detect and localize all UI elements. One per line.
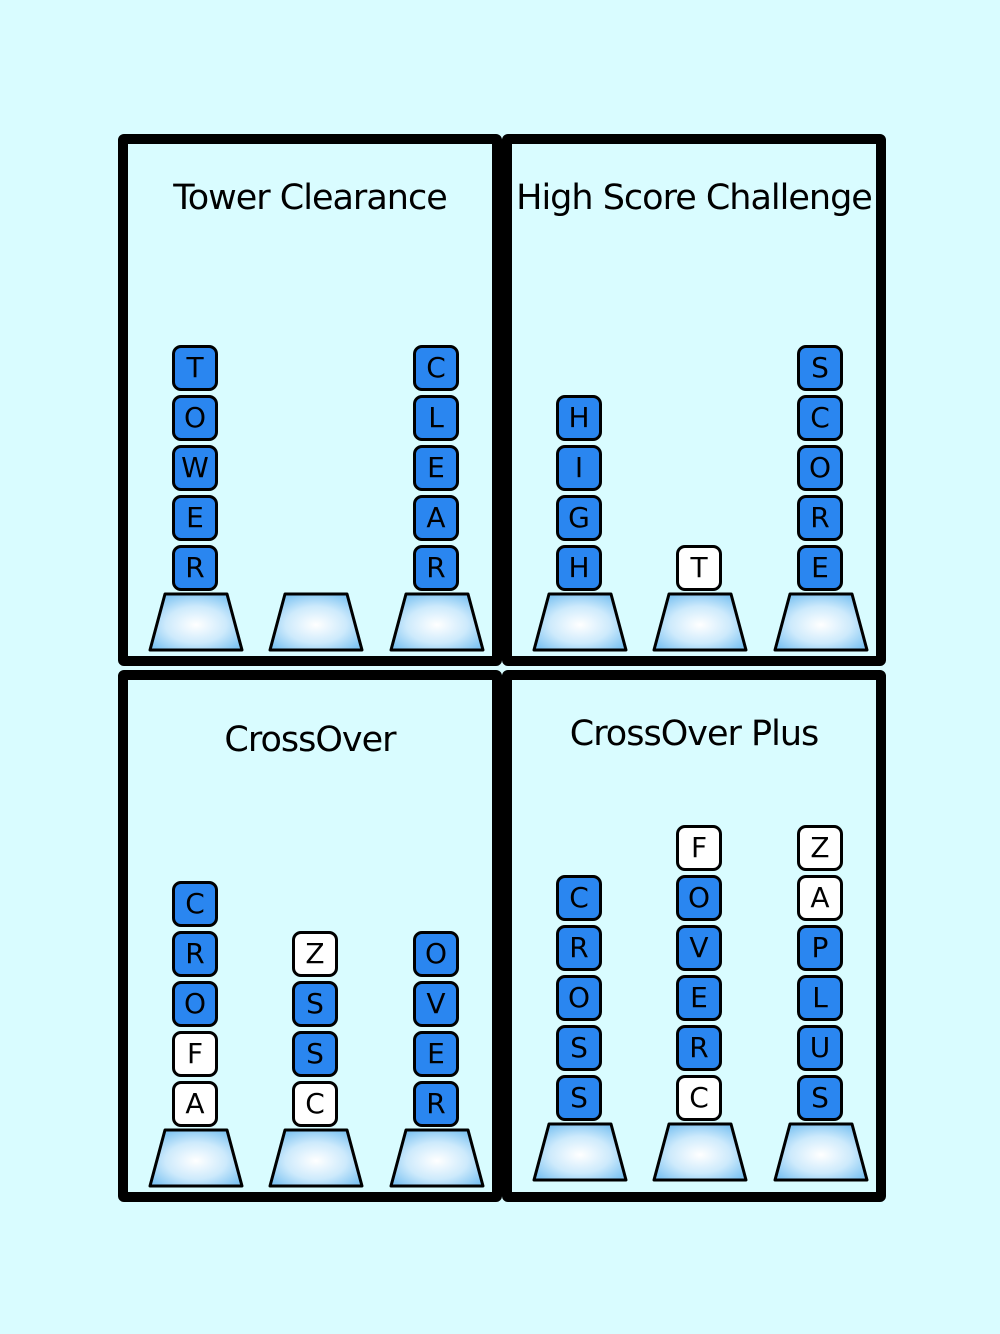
letter-tile[interactable]: E xyxy=(413,1031,459,1077)
letter-tile[interactable]: C xyxy=(676,1075,722,1121)
tower-2[interactable]: T xyxy=(652,252,748,652)
letter-tile[interactable]: Z xyxy=(292,931,338,977)
letter-tile[interactable]: C xyxy=(556,875,602,921)
letter-tile[interactable]: S xyxy=(556,1025,602,1071)
pedestal xyxy=(148,1128,244,1188)
pedestal xyxy=(268,1128,364,1188)
panel-title: Tower Clearance xyxy=(173,178,447,218)
letter-tile[interactable]: R xyxy=(556,925,602,971)
letter-tile[interactable]: S xyxy=(292,1031,338,1077)
letter-tile[interactable]: O xyxy=(172,395,218,441)
letter-tile[interactable]: W xyxy=(172,445,218,491)
letter-tile[interactable]: R xyxy=(172,931,218,977)
letter-tile[interactable]: Z xyxy=(797,825,843,871)
panel-title: CrossOver xyxy=(224,720,396,760)
letter-tile[interactable]: L xyxy=(413,395,459,441)
tower-2[interactable] xyxy=(268,252,364,652)
letter-tile[interactable]: S xyxy=(797,1075,843,1121)
letter-tile[interactable]: E xyxy=(797,545,843,591)
pedestal xyxy=(148,592,244,652)
letter-tile[interactable]: R xyxy=(413,1081,459,1127)
letter-tile[interactable]: P xyxy=(797,925,843,971)
letter-tile[interactable]: S xyxy=(797,345,843,391)
letter-tile[interactable]: U xyxy=(797,1025,843,1071)
letter-tile[interactable]: E xyxy=(413,445,459,491)
letter-tile[interactable]: A xyxy=(797,875,843,921)
letter-tile[interactable]: R xyxy=(172,545,218,591)
letter-tile[interactable]: R xyxy=(676,1025,722,1071)
letter-tile[interactable]: O xyxy=(556,975,602,1021)
letter-tile[interactable]: F xyxy=(172,1031,218,1077)
letter-tile[interactable]: O xyxy=(413,931,459,977)
pedestal xyxy=(773,1122,869,1182)
letter-tile[interactable]: A xyxy=(413,495,459,541)
letter-tile[interactable]: C xyxy=(292,1081,338,1127)
pedestal xyxy=(532,592,628,652)
letter-tile[interactable]: O xyxy=(676,875,722,921)
letter-tile[interactable]: S xyxy=(292,981,338,1027)
letter-tile[interactable]: T xyxy=(172,345,218,391)
pedestal xyxy=(389,1128,485,1188)
letter-tile[interactable]: H xyxy=(556,545,602,591)
letter-tile[interactable]: V xyxy=(413,981,459,1027)
letter-tile[interactable]: S xyxy=(556,1075,602,1121)
pedestal xyxy=(389,592,485,652)
pedestal xyxy=(268,592,364,652)
letter-tile[interactable]: R xyxy=(797,495,843,541)
pedestal xyxy=(652,592,748,652)
panel-title: High Score Challenge xyxy=(516,178,873,218)
pedestal xyxy=(773,592,869,652)
letter-tile[interactable]: O xyxy=(172,981,218,1027)
letter-tile[interactable]: V xyxy=(676,925,722,971)
letter-tile[interactable]: C xyxy=(172,881,218,927)
letter-tile[interactable]: T xyxy=(676,545,722,591)
panel-title: CrossOver Plus xyxy=(569,714,820,754)
pedestal xyxy=(532,1122,628,1182)
letter-tile[interactable]: I xyxy=(556,445,602,491)
letter-tile[interactable]: A xyxy=(172,1081,218,1127)
letter-tile[interactable]: C xyxy=(797,395,843,441)
letter-tile[interactable]: R xyxy=(413,545,459,591)
letter-tile[interactable]: L xyxy=(797,975,843,1021)
letter-tile[interactable]: E xyxy=(172,495,218,541)
pedestal xyxy=(652,1122,748,1182)
letter-tile[interactable]: F xyxy=(676,825,722,871)
letter-tile[interactable]: E xyxy=(676,975,722,1021)
letter-tile[interactable]: O xyxy=(797,445,843,491)
letter-tile[interactable]: H xyxy=(556,395,602,441)
letter-tile[interactable]: G xyxy=(556,495,602,541)
letter-tile[interactable]: C xyxy=(413,345,459,391)
